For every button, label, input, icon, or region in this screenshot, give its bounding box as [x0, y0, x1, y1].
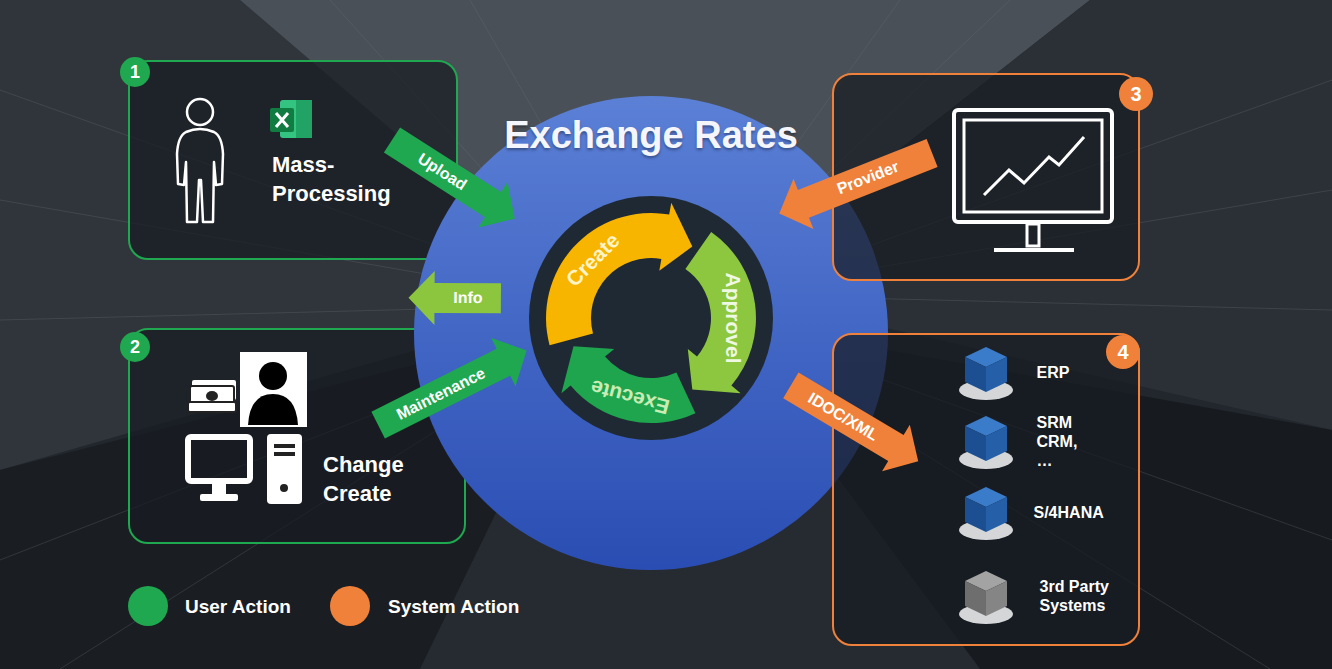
system-label: S/4HANA	[1034, 502, 1124, 521]
callout-number: 1	[120, 57, 150, 87]
process-circle-shape	[414, 96, 888, 570]
system-label: SRM CRM, …	[1037, 412, 1089, 469]
icon-shape	[248, 394, 298, 425]
icon-shape	[964, 120, 1102, 212]
callout-number: 2	[120, 332, 150, 362]
system-cube	[957, 482, 1015, 542]
icon-shape	[965, 581, 986, 616]
icon-shape	[259, 362, 287, 390]
callout-number: 4	[1106, 335, 1140, 369]
icon-shape	[200, 494, 238, 501]
legend-label: System Action	[388, 595, 519, 619]
cycle-step: Execute	[551, 338, 711, 438]
icon-shape	[994, 248, 1074, 252]
system-cube	[957, 342, 1015, 402]
person-icon	[177, 99, 223, 222]
system-action-box: 4ERPSRM CRM, …S/4HANA3rd Party Systems	[832, 333, 1140, 646]
target-system: SRM CRM, …	[957, 405, 1137, 477]
target-system: 3rd Party Systems	[957, 565, 1137, 627]
icon-shape	[274, 444, 295, 448]
person-card-icon	[240, 352, 307, 427]
circle-title: Exchange Rates	[414, 112, 888, 158]
icon-shape	[188, 402, 236, 412]
legend-label: User Action	[185, 595, 291, 619]
process-circle: Exchange RatesCreate ApprovelExecute	[414, 96, 888, 570]
icon-shape	[188, 437, 250, 481]
box-label: Mass- Processing	[272, 150, 397, 208]
icon-shape	[280, 484, 288, 492]
icon-shape	[986, 357, 1007, 392]
user-action-box: 1Mass- Processing	[128, 60, 458, 260]
icon-shape	[296, 100, 312, 138]
icon-shape	[965, 357, 986, 392]
icon-shape	[965, 497, 986, 532]
icon-shape	[274, 452, 295, 456]
system-action-box: 3	[832, 73, 1140, 281]
cycle-arrow-shape	[546, 203, 692, 345]
icon-shape	[954, 110, 1112, 222]
icon-shape	[1027, 224, 1039, 246]
icon-shape	[206, 391, 218, 401]
cycle-step: Create	[541, 208, 701, 353]
callout-number: 3	[1119, 77, 1153, 111]
box-label: Change Create	[323, 450, 423, 508]
icon-shape	[240, 352, 307, 427]
cycle-arrow-shape	[685, 232, 756, 393]
icon-shape	[414, 96, 888, 570]
icon-shape	[187, 99, 213, 125]
icon-shape	[986, 581, 1007, 616]
cycle-step-label: Approvel	[721, 272, 745, 363]
spreadsheet-icon	[270, 100, 312, 138]
cycle-arrow	[541, 208, 701, 353]
cycle-step: Approvel	[686, 223, 776, 408]
icon-shape	[986, 497, 1007, 532]
legend-swatch	[330, 586, 370, 626]
legend-swatch	[128, 586, 168, 626]
icon-line	[984, 137, 1084, 195]
icon-shape	[986, 426, 1007, 461]
system-cube	[957, 411, 1015, 471]
user-action-box: 2Change Create	[128, 328, 466, 544]
icon-shape	[267, 434, 302, 504]
icon-shape	[276, 113, 288, 127]
target-system: S/4HANA	[957, 482, 1137, 542]
icon-shape	[965, 426, 986, 461]
icon-shape	[177, 129, 223, 222]
icon-shape	[212, 483, 226, 495]
monitor-icon	[834, 75, 1142, 283]
cycle-hub	[529, 196, 773, 440]
money-icon	[188, 380, 236, 412]
system-cube	[957, 566, 1015, 626]
icon-shape	[270, 108, 294, 132]
computer-icon	[188, 434, 302, 504]
cycle-arrow-shape	[561, 346, 695, 423]
system-label: 3rd Party Systems	[1040, 577, 1128, 615]
